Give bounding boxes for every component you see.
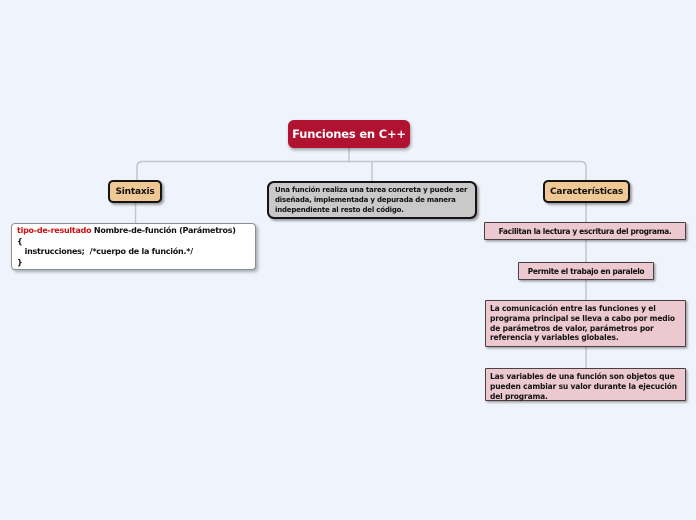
- root-node-funciones[interactable]: Funciones en C++: [288, 120, 410, 148]
- characteristic-text: Facilitan la lectura y escritura del pro…: [498, 226, 672, 236]
- code-line-signature: tipo-de-resultado Nombre-de-función (Par…: [17, 226, 250, 237]
- caracteristicas-label: Características: [550, 186, 623, 197]
- branch-node-sintaxis[interactable]: Sintaxis: [108, 180, 162, 203]
- characteristic-text: Las variables de una función son objetos…: [490, 372, 678, 401]
- branch-node-caracteristicas[interactable]: Características: [543, 180, 630, 203]
- code-syntax-node[interactable]: tipo-de-resultado Nombre-de-función (Par…: [11, 223, 256, 270]
- characteristic-item-comunicacion[interactable]: La comunicación entre las funciones y el…: [485, 300, 686, 347]
- characteristic-item-lectura[interactable]: Facilitan la lectura y escritura del pro…: [484, 222, 686, 240]
- definition-text: Una función realiza una tarea concreta y…: [275, 186, 468, 214]
- definition-node[interactable]: Una función realiza una tarea concreta y…: [267, 181, 477, 219]
- code-signature: Nombre-de-función (Parámetros): [91, 226, 236, 235]
- characteristic-text: La comunicación entre las funciones y el…: [490, 304, 675, 343]
- characteristic-text: Permite el trabajo en paralelo: [527, 266, 645, 276]
- code-keyword: tipo-de-resultado: [17, 226, 92, 235]
- characteristic-item-variables[interactable]: Las variables de una función son objetos…: [485, 368, 686, 401]
- root-node-label: Funciones en C++: [292, 127, 406, 141]
- characteristic-item-paralelo[interactable]: Permite el trabajo en paralelo: [518, 262, 654, 280]
- connector-rail: [136, 160, 587, 180]
- code-line-body: instrucciones; /*cuerpo de la función.*/: [17, 247, 194, 256]
- code-line-close-brace: }: [17, 257, 23, 267]
- code-line-open-brace: {: [17, 236, 23, 246]
- sintaxis-label: Sintaxis: [115, 186, 155, 197]
